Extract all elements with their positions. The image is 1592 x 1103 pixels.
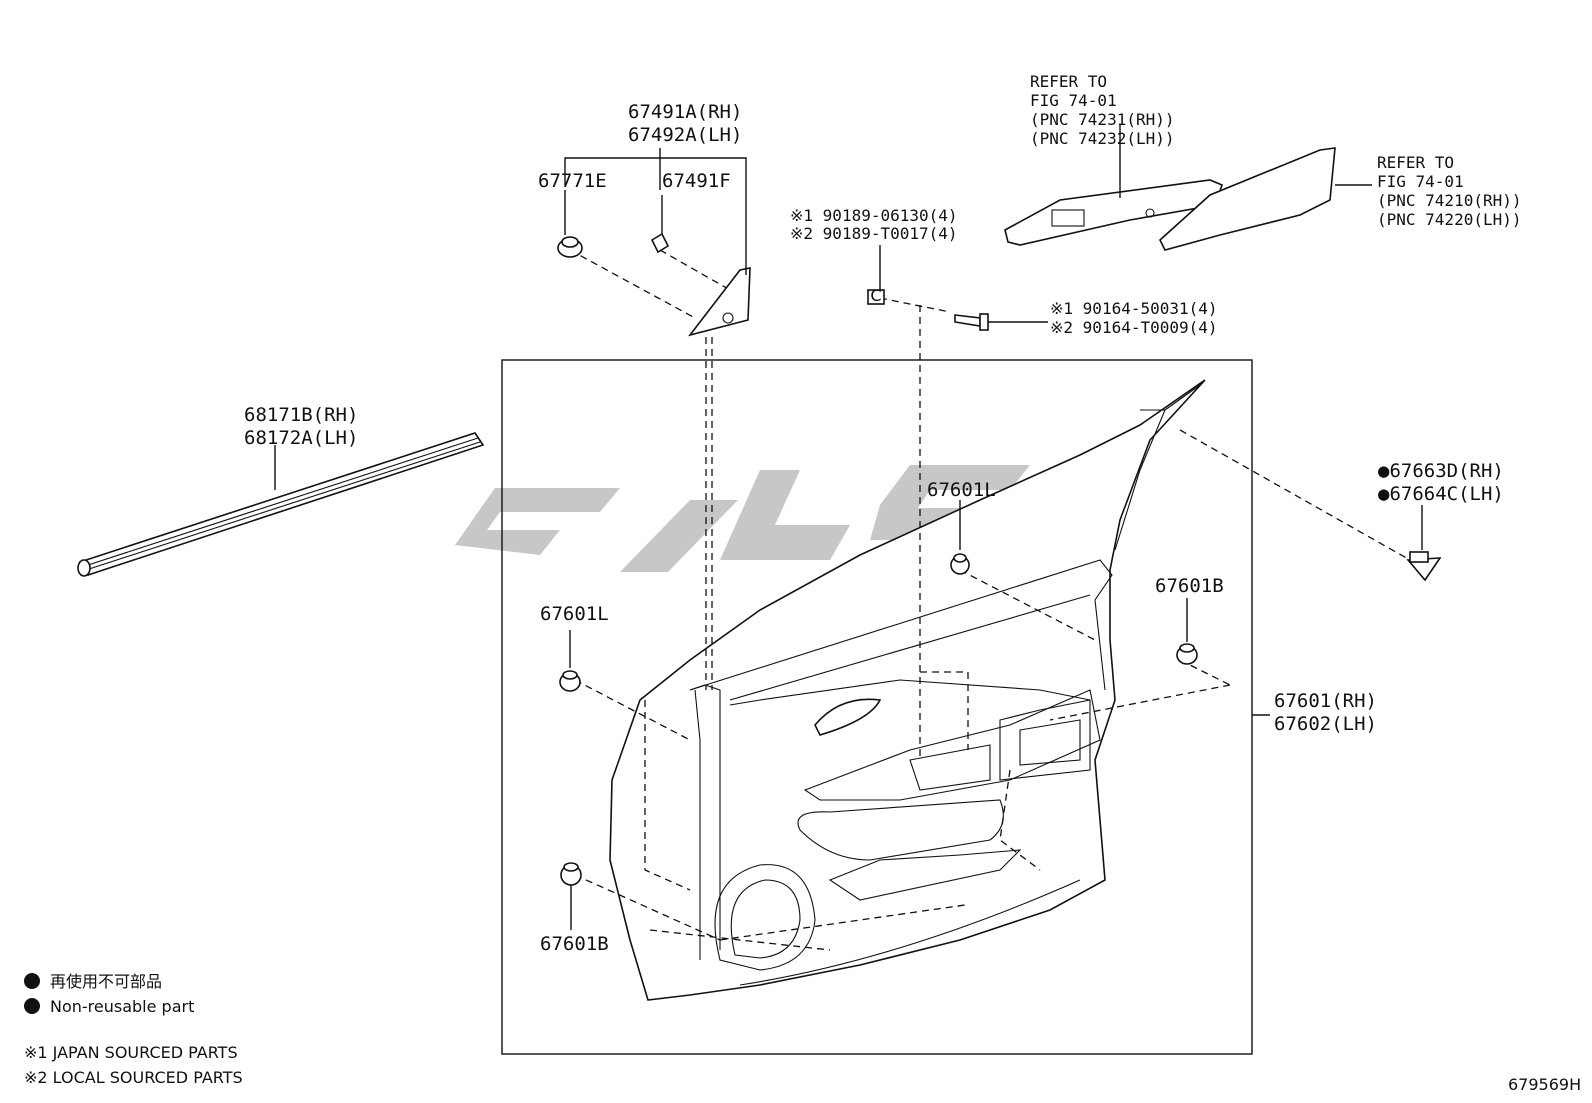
- ref2-line1: REFER TO: [1377, 153, 1454, 172]
- legend-bullet-2: [24, 998, 40, 1014]
- legend-local-sourced: ※2 LOCAL SOURCED PARTS: [24, 1068, 243, 1087]
- callout-nut-clip-2: ※2 90189-T0017(4): [790, 224, 958, 243]
- door-trim-frame: [501, 359, 1253, 1055]
- callout-screw-2: ※2 90164-T0009(4): [1050, 318, 1218, 337]
- svg-text:C: C: [870, 286, 881, 305]
- callout-67601b-right: 67601B: [1155, 575, 1224, 597]
- callout-67771e: 67771E: [538, 170, 607, 192]
- nut-clip: C: [867, 245, 885, 305]
- clip-67601l-top: [950, 500, 970, 575]
- callout-67601b-bottom: 67601B: [540, 933, 609, 955]
- assembly-dashes: [569, 249, 1411, 951]
- door-trim-panel: [609, 379, 1206, 1001]
- clip-67601b-bottom: [560, 862, 582, 930]
- clip-67663d: [1406, 505, 1442, 582]
- callout-67492a: 67492A(LH): [628, 124, 742, 146]
- callout-68172a: 68172A(LH): [244, 427, 358, 449]
- clip-67771e: [557, 190, 583, 258]
- callout-67663d: ●67663D(RH): [1378, 460, 1504, 482]
- clip-67491f: [650, 195, 670, 254]
- callout-68171b: 68171B(RH): [244, 404, 358, 426]
- callout-screw-1: ※1 90164-50031(4): [1050, 299, 1218, 318]
- figure-id: 679569H: [1508, 1075, 1581, 1094]
- window-weatherstrip: [77, 432, 485, 577]
- legend: 再使用不可部品 Non-reusable part ※1 JAPAN SOURC…: [24, 972, 243, 1087]
- clip-67601b-right: [1176, 598, 1198, 665]
- callout-nut-clip-1: ※1 90189-06130(4): [790, 206, 958, 225]
- armrest: [1159, 147, 1372, 251]
- callout-67601l-top: 67601L: [927, 479, 996, 501]
- ref1-line1: REFER TO: [1030, 72, 1107, 91]
- legend-non-reusable-jp: 再使用不可部品: [50, 972, 162, 991]
- ref1-line2: FIG 74-01: [1030, 91, 1117, 110]
- mirror-garnish: [564, 148, 751, 337]
- ref2-line4: (PNC 74220(LH)): [1377, 210, 1522, 229]
- clip-67601l-left: [559, 630, 581, 692]
- legend-japan-sourced: ※1 JAPAN SOURCED PARTS: [24, 1043, 238, 1062]
- callout-67491a: 67491A(RH): [628, 101, 742, 123]
- ref1-line3: (PNC 74231(RH)): [1030, 110, 1175, 129]
- callout-67601: 67601(RH): [1274, 690, 1377, 712]
- screw: [954, 313, 1048, 331]
- callout-67602: 67602(LH): [1274, 713, 1377, 735]
- ref2-line2: FIG 74-01: [1377, 172, 1464, 191]
- ref2-line3: (PNC 74210(RH)): [1377, 191, 1522, 210]
- callout-67664c: ●67664C(LH): [1378, 483, 1504, 505]
- ref1-line4: (PNC 74232(LH)): [1030, 129, 1175, 148]
- legend-non-reusable-en: Non-reusable part: [50, 997, 194, 1016]
- callout-67601l-left: 67601L: [540, 603, 609, 625]
- legend-bullet-1: [24, 973, 40, 989]
- callout-67491f: 67491F: [662, 170, 731, 192]
